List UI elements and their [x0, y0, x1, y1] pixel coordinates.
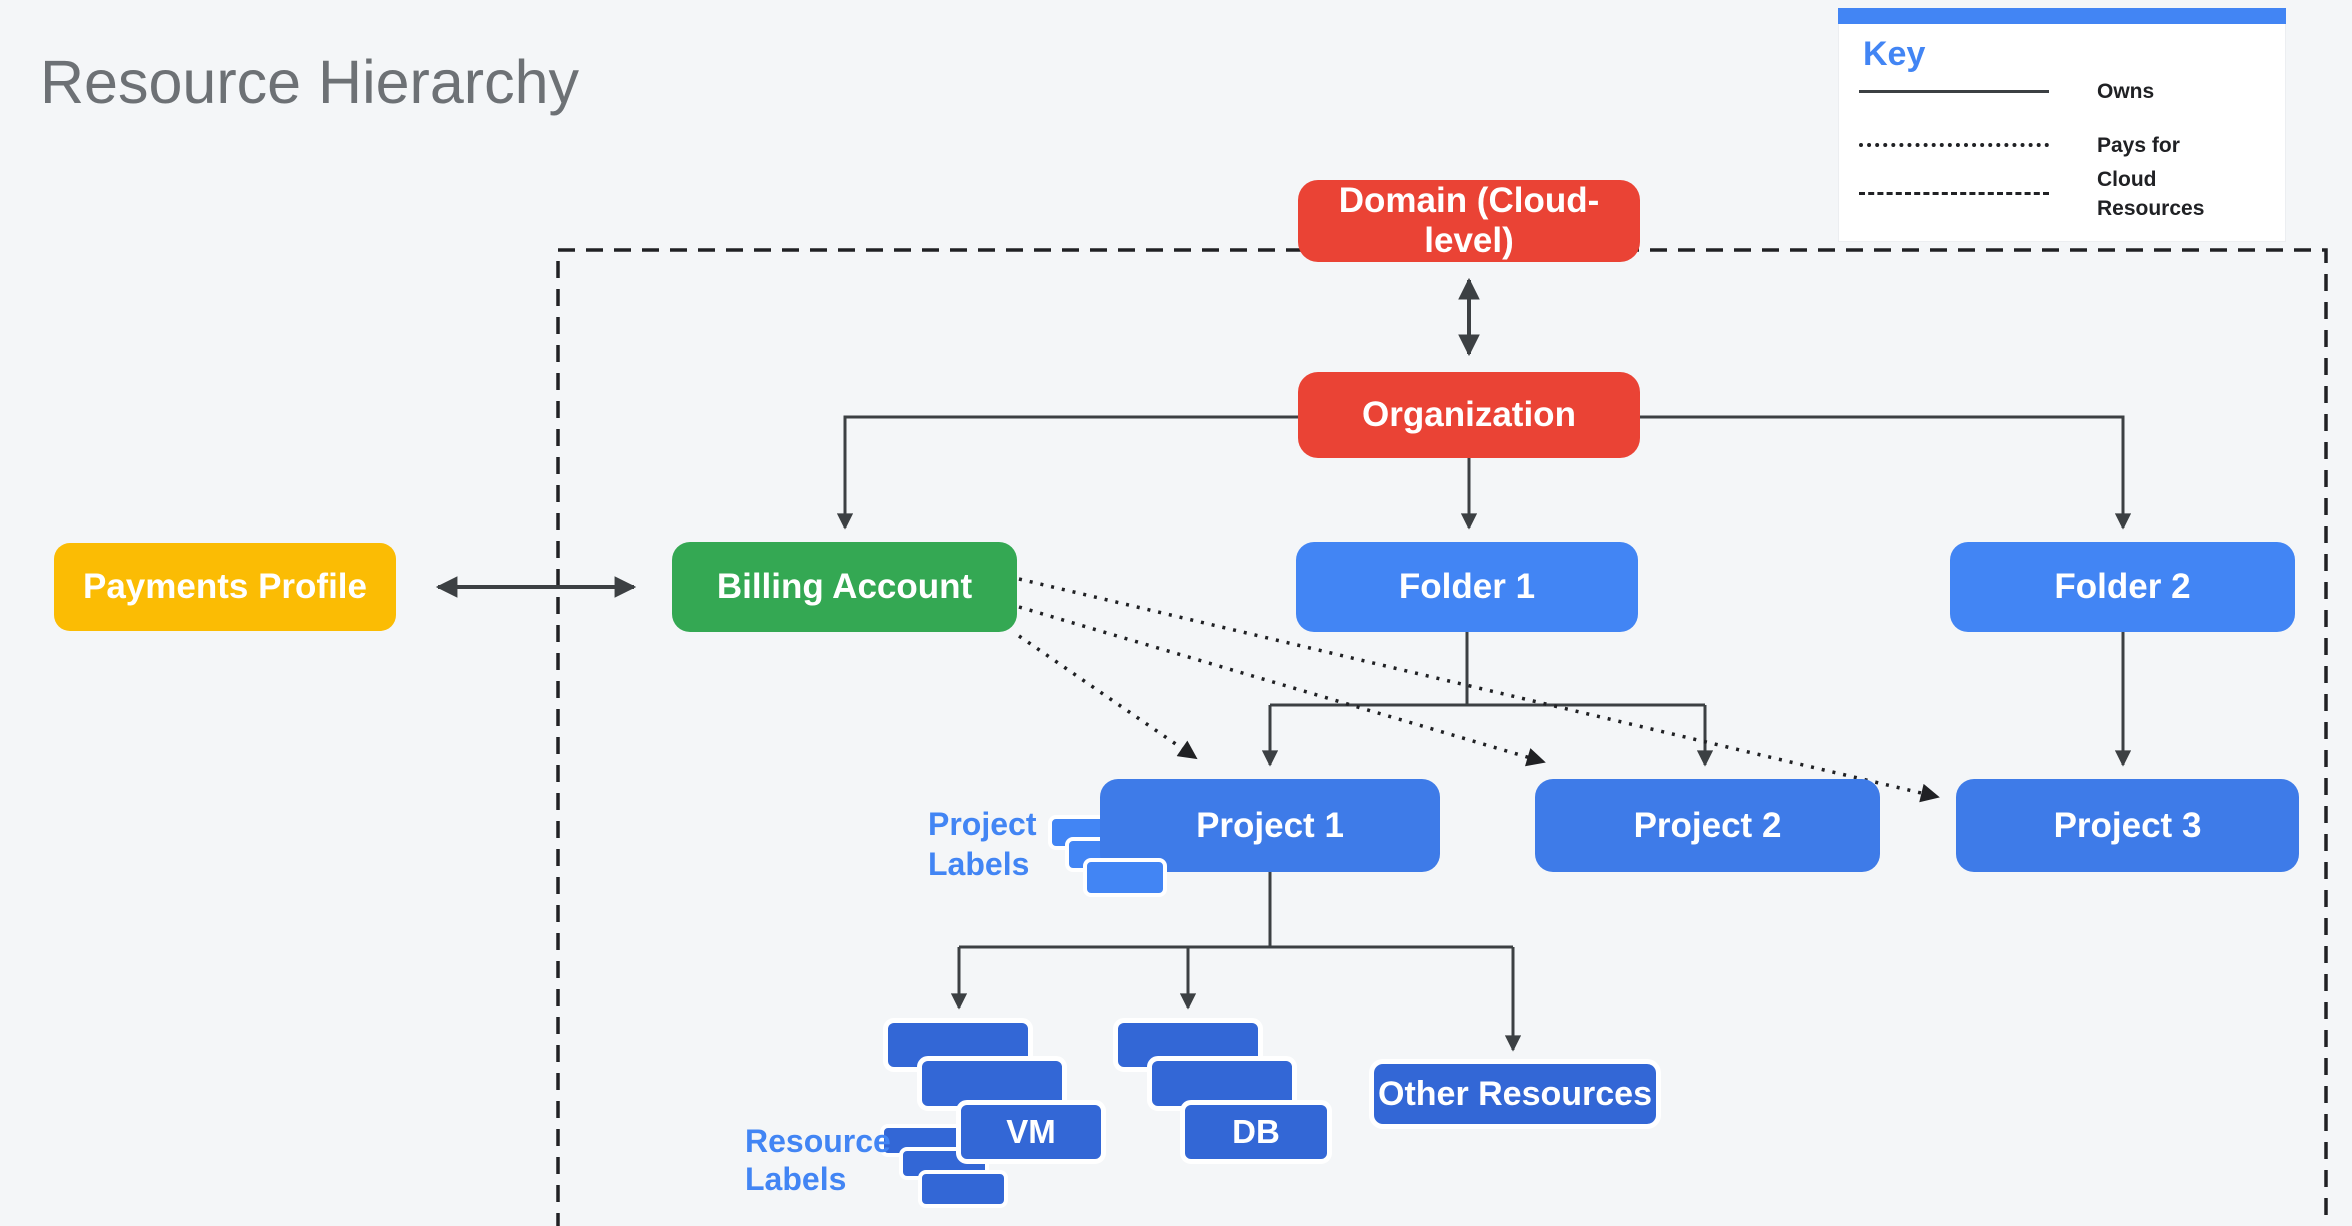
node-payments-profile: Payments Profile: [54, 543, 396, 631]
legend-sample-owns-line: [1859, 90, 2049, 93]
legend-top-bar: [1838, 8, 2286, 24]
connector-project1-trunk: [959, 872, 1513, 949]
node-project-2: Project 2: [1535, 779, 1880, 872]
connector-billing-paysfor-project1: [1018, 634, 1198, 760]
node-project-1: Project 1: [1100, 779, 1440, 872]
legend-label-owns: Owns: [2097, 80, 2155, 103]
node-other-resources: Other Resources: [1369, 1059, 1661, 1129]
node-billing-account: Billing Account: [672, 542, 1017, 632]
resource-labels-annotation: Resource Labels: [745, 1123, 891, 1197]
legend-title: Key: [1863, 35, 1926, 73]
node-organization: Organization: [1298, 372, 1640, 458]
node-folder-1: Folder 1: [1296, 542, 1638, 632]
legend-label-cloud-resources: Cloud Resources: [2097, 168, 2205, 220]
node-vm: VM: [956, 1100, 1106, 1164]
connector-organization-billing: [836, 415, 1298, 530]
project-labels-annotation: Project Labels: [928, 806, 1037, 882]
node-folder-2: Folder 2: [1950, 542, 2295, 632]
legend-sample-cloud-resources-line: [1859, 192, 2049, 195]
node-domain: Domain (Cloud-level): [1298, 180, 1640, 262]
page-title: Resource Hierarchy: [40, 48, 580, 116]
connector-organization-folder2: [1640, 415, 2132, 530]
node-project-3: Project 3: [1956, 779, 2299, 872]
connector-folder1-trunk: [1270, 632, 1705, 707]
node-db: DB: [1180, 1100, 1332, 1164]
legend: Key Owns Pays for Cloud Resources: [1838, 8, 2286, 242]
legend-label-paysfor: Pays for: [2097, 134, 2180, 157]
project-label-chip: [1083, 858, 1167, 897]
legend-sample-paysfor-line: [1859, 143, 2049, 147]
resource-label-chip: [918, 1170, 1008, 1208]
